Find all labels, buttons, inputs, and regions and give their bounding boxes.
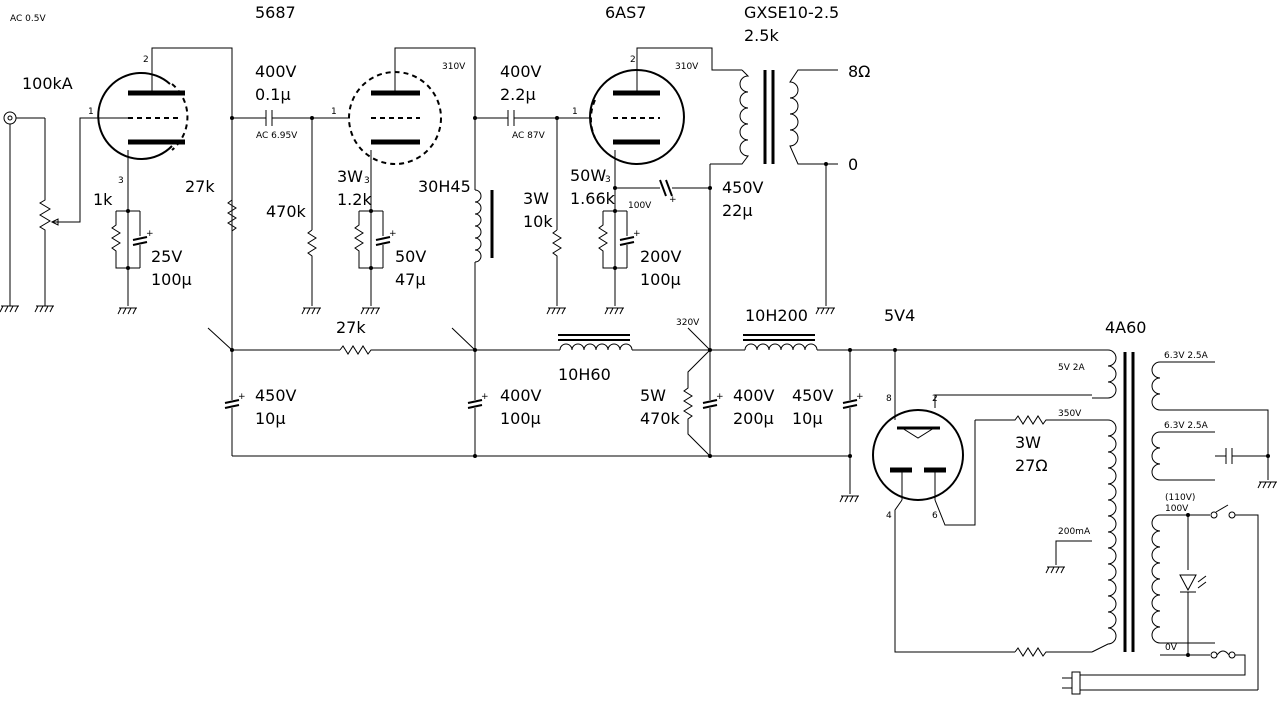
pilot-led-icon <box>1179 574 1207 593</box>
rect-pin4: 4 <box>886 511 892 521</box>
pri-0-label: 0V <box>1165 643 1178 653</box>
pt-label: 4A60 <box>1105 318 1146 337</box>
opt-label: GXSE10-2.5 <box>744 3 839 22</box>
c-c2-cap: 2.2μ <box>500 85 536 104</box>
c-d2-voltage: 400V <box>500 386 542 405</box>
input-level-label: AC 0.5V <box>10 14 46 24</box>
r-decoupling <box>339 345 475 355</box>
r-g2-label: 470k <box>266 202 307 221</box>
sec-350-label: 350V <box>1058 409 1082 419</box>
power-switch <box>1210 504 1236 519</box>
r-bleeder-label: 470k <box>640 409 681 428</box>
r-rect-watt: 3W <box>1015 433 1041 452</box>
r-k2-label: 1.2k <box>337 190 372 209</box>
v2-plate-voltage: 310V <box>442 62 466 72</box>
r-bleeder-watt: 5W <box>640 386 666 405</box>
v2-pin-grid: 1 <box>331 107 337 117</box>
choke1-label: 30H45 <box>418 177 471 196</box>
c-c2-voltage: 400V <box>500 62 542 81</box>
sec-5v-label: 5V 2A <box>1058 363 1085 373</box>
sec-ct-label: 200mA <box>1058 527 1091 537</box>
c-c1-voltage: 400V <box>255 62 297 81</box>
c-k3-voltage: 200V <box>640 247 682 266</box>
ac2-label: AC 87V <box>512 131 546 141</box>
c-d4-voltage: 450V <box>792 386 834 405</box>
choke-10h60 <box>558 334 633 351</box>
v3-pin-cathode: 3 <box>605 175 611 185</box>
v1-tube <box>97 71 189 160</box>
c-d3-cap: 200μ <box>733 409 774 428</box>
c-d3-voltage: 400V <box>733 386 775 405</box>
ac1-label: AC 6.95V <box>256 131 298 141</box>
pri-110-label: (110V) <box>1165 493 1195 503</box>
v2-pin-cathode: 3 <box>364 176 370 186</box>
v3-label: 6AS7 <box>605 3 646 22</box>
v1-label: 5687 <box>255 3 296 22</box>
v3-tube <box>589 69 685 166</box>
c-fb-voltage: 450V <box>722 178 764 197</box>
c-c1-cap: 0.1μ <box>255 85 291 104</box>
c-d1-voltage: 450V <box>255 386 297 405</box>
choke-30h45 <box>474 189 494 263</box>
heater1-label: 6.3V 2.5A <box>1164 351 1209 361</box>
r-g3-label: 10k <box>523 212 553 231</box>
v1-pin-plate: 2 <box>143 55 149 65</box>
svg-text:+: + <box>669 195 677 205</box>
r-p1-label: 27k <box>185 177 215 196</box>
r-k3-watt: 50W <box>570 166 606 185</box>
rect-pin6: 6 <box>932 511 938 521</box>
c-k2-cap: 47μ <box>395 270 426 289</box>
fuse <box>1210 650 1236 659</box>
rectifier-tube <box>872 409 964 501</box>
r-k2-watt: 3W <box>337 167 363 186</box>
v3-pin-grid: 1 <box>572 107 578 117</box>
r-k3-label: 1.66k <box>570 189 616 208</box>
c-d4-cap: 10μ <box>792 409 823 428</box>
input-jack-icon <box>3 111 17 125</box>
rect-pin8: 8 <box>886 394 892 404</box>
c-d1-cap: 10μ <box>255 409 286 428</box>
volume-pot-label: 100kA <box>22 74 73 93</box>
ac-plug-icon <box>1062 671 1081 695</box>
output-transformer <box>710 69 838 165</box>
v3-pin-plate: 2 <box>630 55 636 65</box>
power-transformer <box>1091 349 1215 653</box>
rect-pin2: 2 <box>932 394 938 404</box>
out-8-ohm: 8Ω <box>848 62 870 81</box>
c-k2-voltage: 50V <box>395 247 426 266</box>
r-p1 <box>227 199 237 232</box>
v1-pin-cathode: 3 <box>118 176 124 186</box>
c-k1-voltage: 25V <box>151 247 182 266</box>
r-k1-label: 1k <box>93 190 113 209</box>
c-fb-cap: 22μ <box>722 201 753 220</box>
choke3-label: 10H200 <box>745 306 808 325</box>
c-k1-cap: 100μ <box>151 270 192 289</box>
v3-plate-voltage: 310V <box>675 62 699 72</box>
pri-100-label: 100V <box>1165 504 1189 514</box>
out-0: 0 <box>848 155 858 174</box>
v1-pin-grid: 1 <box>88 107 94 117</box>
r-dec-label: 27k <box>336 318 366 337</box>
rect-label: 5V4 <box>884 306 915 325</box>
choke-10h200 <box>743 334 818 351</box>
k3-voltage: 100V <box>628 201 652 211</box>
c-k3-cap: 100μ <box>640 270 681 289</box>
c-d2-cap: 100μ <box>500 409 541 428</box>
r-g3-watt: 3W <box>523 189 549 208</box>
choke2-label: 10H60 <box>558 365 611 384</box>
r-rect-label: 27Ω <box>1015 456 1048 475</box>
opt-impedance: 2.5k <box>744 26 779 45</box>
volume-pot <box>39 118 51 306</box>
heater2-label: 6.3V 2.5A <box>1164 421 1209 431</box>
node-voltage: 320V <box>676 318 700 328</box>
